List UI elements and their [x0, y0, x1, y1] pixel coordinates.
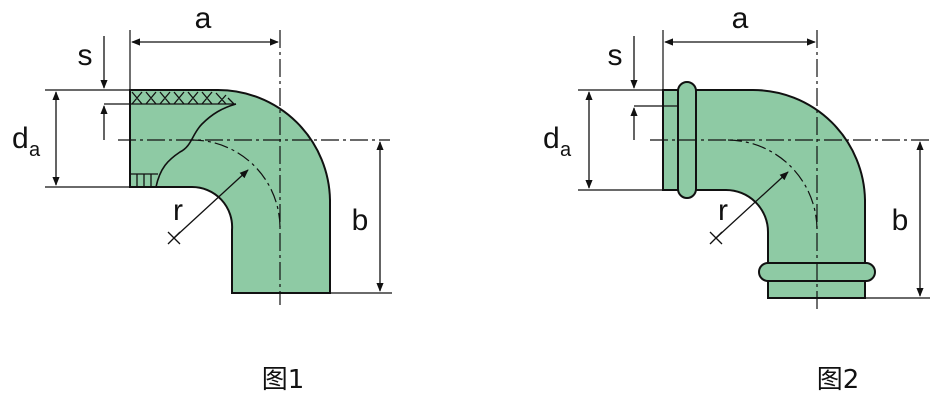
figure-2-caption: 图2	[817, 365, 860, 395]
figure-1-label-r: r	[173, 194, 183, 227]
figure-2-radius-center-mark	[709, 231, 723, 245]
figure-2-radius-r	[715, 171, 789, 239]
figure-1-radius-center-mark	[167, 231, 181, 245]
figure-1-label-s: s	[78, 39, 93, 72]
figure-1-label-a: a	[195, 2, 212, 35]
figure-1-crosshatch-top	[131, 91, 235, 105]
figure-2-label-d-subscript: a	[560, 139, 572, 161]
figure-1-caption: 图1	[262, 365, 305, 395]
figure-2-label-s: s	[608, 39, 623, 72]
figure-1-radius-r	[173, 169, 249, 239]
figure-2-label-r: r	[718, 194, 728, 227]
figure-2-label-b: b	[892, 204, 909, 237]
figure-1: a s d a b r 图1	[12, 2, 392, 395]
figure-2-label-a: a	[732, 2, 749, 35]
figure-2: a s d a b r 图2	[543, 2, 930, 395]
figure-1-label-b: b	[352, 204, 369, 237]
figure-1-label-d: d	[12, 122, 29, 155]
figure-1-socket-ribs	[130, 173, 158, 187]
figure-1-bend-centerline	[189, 139, 281, 229]
figure-1-elbow-body	[129, 89, 331, 294]
figure-1-label-d-subscript: a	[29, 139, 41, 161]
figure-2-label-d: d	[543, 122, 560, 155]
figure-2-bend-centerline	[727, 139, 818, 231]
